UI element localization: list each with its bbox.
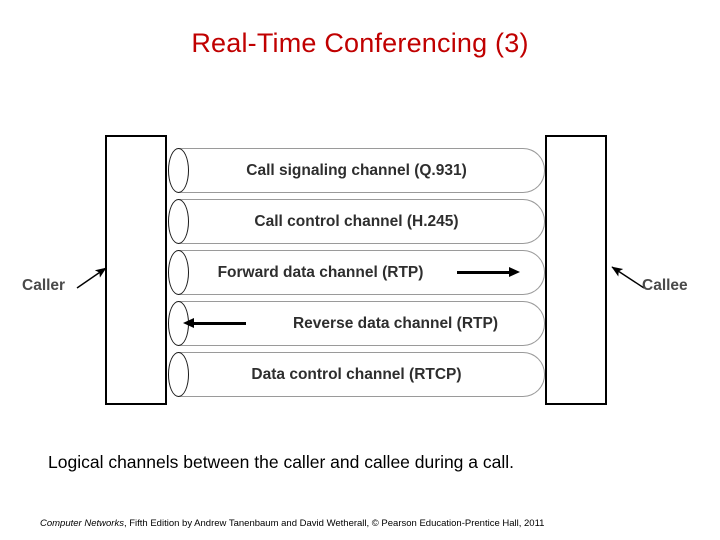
- arrow-right-icon: [457, 267, 520, 277]
- pipe-end-cap-ellipse: [168, 250, 189, 295]
- channel-pipe-call-signaling: Call signaling channel (Q.931): [168, 148, 545, 193]
- caller-endpoint-box: [105, 135, 167, 405]
- arrow-left-icon: [183, 318, 246, 328]
- channel-label: Forward data channel (RTP): [217, 264, 424, 281]
- footer-credit: Computer Networks, Fifth Edition by Andr…: [40, 518, 544, 529]
- pipe-body: [178, 148, 545, 193]
- channel-pipe-call-control: Call control channel (H.245): [168, 199, 545, 244]
- pipe-end-cap-ellipse: [168, 148, 189, 193]
- channel-label: Data control channel (RTCP): [251, 366, 462, 383]
- page-title: Real-Time Conferencing (3): [191, 28, 529, 58]
- channel-pipe-reverse-data: Reverse data channel (RTP): [168, 301, 545, 346]
- callee-label: Callee: [642, 277, 688, 294]
- footer-credit-text: , Fifth Edition by Andrew Tanenbaum and …: [123, 518, 545, 529]
- pipe-end-cap-ellipse: [168, 199, 189, 244]
- channel-diagram: Call signaling channel (Q.931) Call cont…: [22, 135, 688, 405]
- channel-pipe-forward-data: Forward data channel (RTP): [168, 250, 545, 295]
- caller-label: Caller: [22, 277, 66, 294]
- channel-pipe-data-control: Data control channel (RTCP): [168, 352, 545, 397]
- footer-book-title: Computer Networks: [40, 518, 124, 529]
- callee-endpoint-box: [545, 135, 607, 405]
- figure-caption: Logical channels between the caller and …: [48, 452, 514, 472]
- pipe-end-cap-ellipse: [168, 352, 189, 397]
- caller-leader-arrow-icon: [76, 267, 107, 289]
- channel-label: Reverse data channel (RTP): [292, 315, 498, 332]
- pipe-body: [178, 352, 545, 397]
- callee-leader-arrow-icon: [611, 266, 645, 289]
- channel-label: Call signaling channel (Q.931): [246, 162, 467, 179]
- channel-label: Call control channel (H.245): [254, 213, 459, 230]
- pipe-body: [178, 199, 545, 244]
